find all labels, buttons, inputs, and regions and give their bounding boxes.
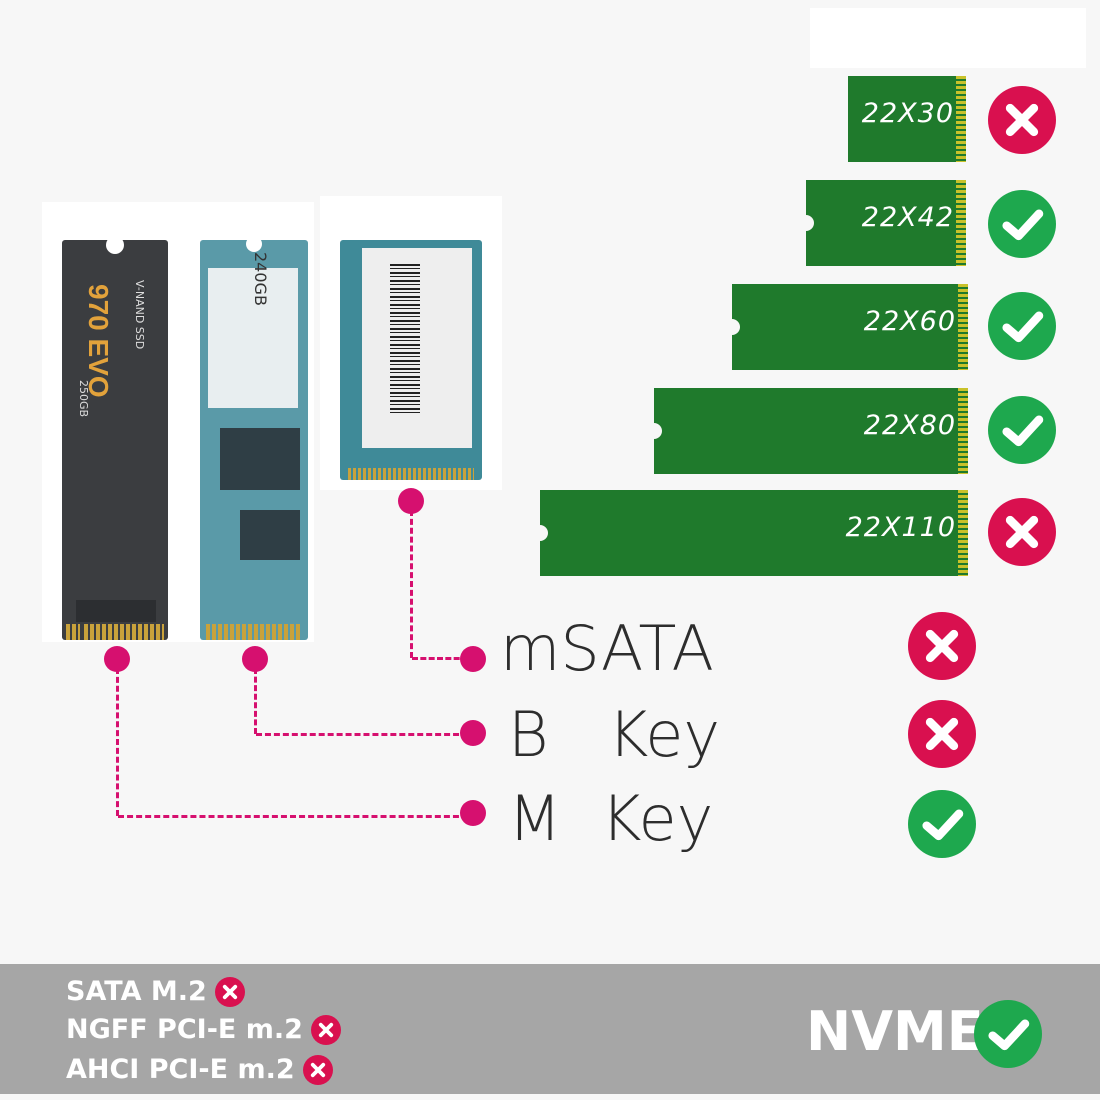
connector-dot: [398, 488, 424, 514]
nvme-label: NVME: [806, 1000, 984, 1063]
size-bar-22x110: 22X110: [532, 490, 968, 576]
size-bar-22x42: 22X42: [798, 180, 966, 266]
x-circle-icon: [908, 700, 976, 768]
protocol-label: AHCI PCI-E m.2: [66, 1054, 295, 1085]
connector-dot: [460, 800, 486, 826]
connector-dot: [242, 646, 268, 672]
check-circle-icon: [988, 292, 1056, 360]
size-bar-22x60: 22X60: [724, 284, 968, 370]
connector-line: [254, 668, 257, 734]
size-bar-22x30: 22X30: [848, 76, 966, 162]
x-circle-icon: [302, 1054, 333, 1085]
b-key-ssd-image: 240GB: [200, 236, 308, 640]
connector-dot: [460, 646, 486, 672]
check-circle-icon: [988, 396, 1056, 464]
ssd-capacity-text: 240GB: [251, 252, 270, 306]
size-label: 22X80: [863, 410, 956, 441]
key-label-m-key: M Key: [508, 782, 714, 855]
x-circle-icon: [214, 976, 245, 1007]
top-white-box: [810, 8, 1086, 68]
x-circle-icon: [988, 86, 1056, 154]
connector-line: [410, 510, 413, 658]
connector-dot: [104, 646, 130, 672]
key-label-b-key: B Key: [508, 698, 721, 771]
protocol-band: [0, 964, 1100, 1094]
check-circle-icon: [988, 190, 1056, 258]
protocol-item: SATA M.2: [66, 976, 245, 1007]
size-label: 22X60: [863, 306, 956, 337]
x-circle-icon: [908, 612, 976, 680]
connector-line: [118, 815, 468, 818]
ssd-capacity-text: 250GB: [77, 380, 90, 418]
connector-line: [412, 657, 468, 660]
x-circle-icon: [310, 1014, 341, 1045]
key-label-msata: mSATA: [500, 612, 714, 685]
connector-dot: [460, 720, 486, 746]
check-circle-icon: [908, 790, 976, 858]
ssd-brand-text: V-NAND SSD: [133, 280, 146, 350]
m-key-ssd-image: 970 EVO V-NAND SSD 250GB: [62, 236, 168, 640]
protocol-label: SATA M.2: [66, 976, 207, 1007]
msata-ssd-image: [340, 240, 482, 480]
connector-line: [256, 733, 468, 736]
protocol-item: AHCI PCI-E m.2: [66, 1054, 333, 1085]
x-circle-icon: [988, 498, 1056, 566]
protocol-label: NGFF PCI-E m.2: [66, 1014, 303, 1045]
size-label: 22X30: [861, 98, 954, 129]
size-label: 22X110: [845, 512, 956, 543]
protocol-item: NGFF PCI-E m.2: [66, 1014, 341, 1045]
size-label: 22X42: [861, 202, 954, 233]
size-bar-22x80: 22X80: [646, 388, 968, 474]
check-circle-icon: [974, 1000, 1042, 1068]
connector-line: [116, 668, 119, 816]
